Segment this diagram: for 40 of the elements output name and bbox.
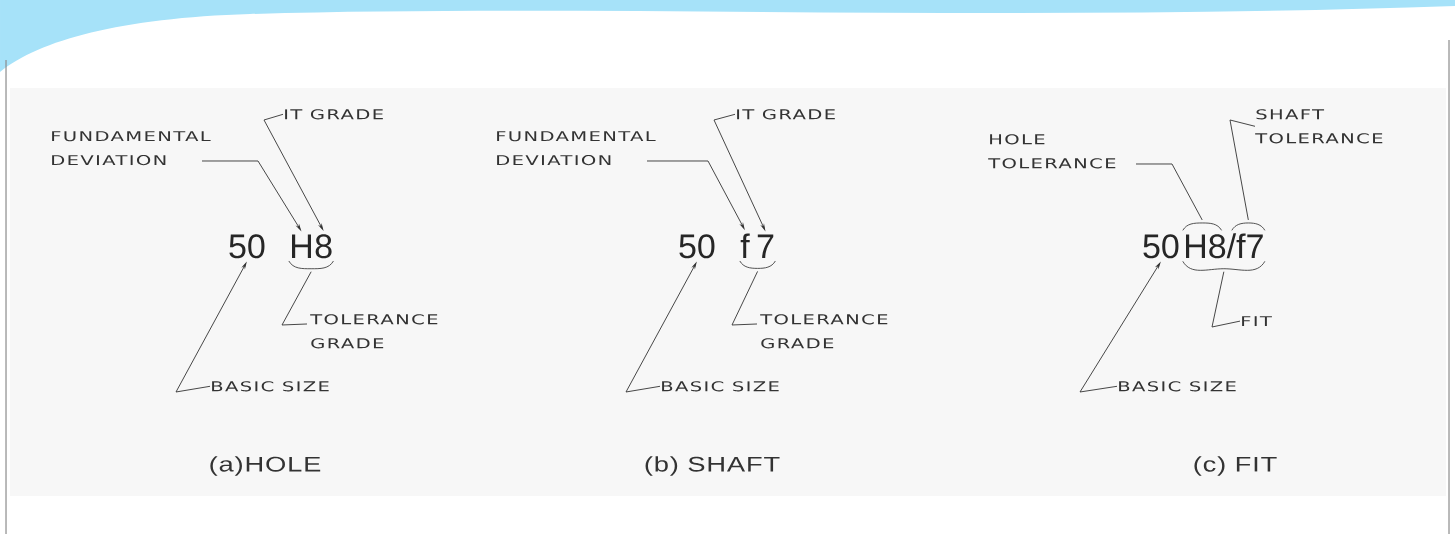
- callout-label: TOLERANCE GRADE: [310, 314, 438, 349]
- callout-label: BASIC SIZE: [1119, 381, 1236, 392]
- panel-caption: (b) SHAFT: [645, 456, 780, 476]
- leader-line: [1229, 119, 1256, 221]
- leader-line: [625, 262, 697, 393]
- leader-line: [713, 113, 766, 231]
- brace: [1182, 222, 1223, 231]
- panel-caption: (c) FIT: [1194, 456, 1277, 476]
- callout-label: IT GRADE: [285, 109, 383, 120]
- callout-label: HOLE TOLERANCE: [988, 134, 1116, 169]
- leader-line: [201, 160, 301, 231]
- leader-line: [1135, 163, 1203, 221]
- leader-line: [263, 113, 324, 230]
- callout-label: FUNDAMENTAL DEVIATION: [497, 131, 656, 166]
- designation-text: 50: [679, 234, 715, 259]
- callout-label: FIT: [1242, 316, 1272, 327]
- designation-text: 7: [757, 234, 774, 258]
- designation-text: f: [740, 233, 750, 258]
- brace: [1231, 222, 1266, 231]
- designation-text: 50: [1143, 234, 1179, 259]
- designation-text: 8: [315, 234, 332, 259]
- leader-line: [175, 262, 247, 393]
- designation-text: H8/f7: [1186, 233, 1263, 259]
- brace: [1182, 260, 1266, 271]
- callout-label: FUNDAMENTAL DEVIATION: [52, 131, 211, 166]
- leader-line: [281, 271, 312, 326]
- callout-label: BASIC SIZE: [662, 381, 779, 392]
- brace: [288, 260, 334, 270]
- panel-caption: (a)HOLE: [210, 456, 321, 476]
- callout-label: BASIC SIZE: [212, 381, 329, 392]
- leader-line: [1079, 262, 1161, 393]
- leader-line: [646, 160, 745, 229]
- designation-text: H: [292, 234, 311, 258]
- leader-line: [731, 270, 759, 326]
- callout-label: SHAFT TOLERANCE: [1255, 109, 1383, 144]
- brace: [739, 260, 776, 269]
- leader-line: [1211, 271, 1241, 328]
- callout-label: IT GRADE: [737, 109, 835, 120]
- callout-label: TOLERANCE GRADE: [760, 314, 888, 349]
- designation-text: 50: [229, 234, 265, 259]
